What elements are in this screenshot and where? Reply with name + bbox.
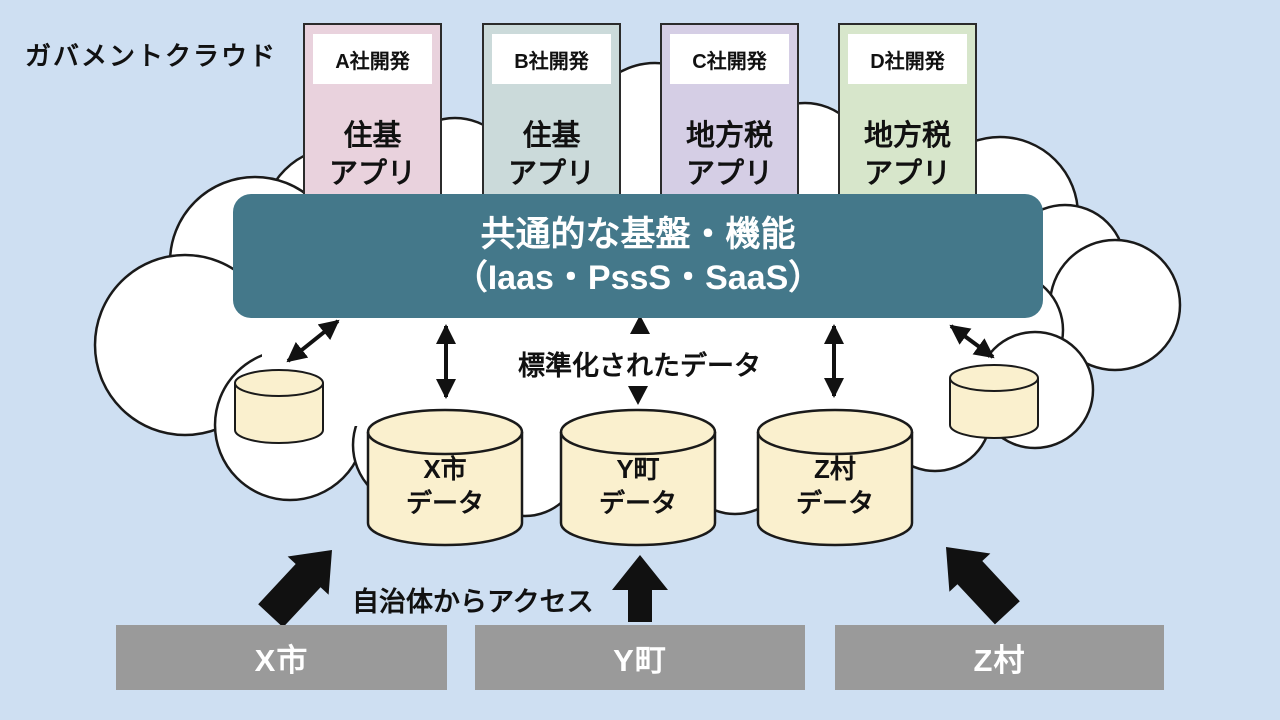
- municipality-z: Z村: [835, 625, 1164, 690]
- x-data-label: X市 データ: [405, 454, 484, 518]
- z-data-label: Z村 データ: [795, 454, 874, 518]
- app-name-b: 住基 アプリ: [507, 120, 595, 190]
- app-box-b: B社開発 住基 アプリ: [482, 23, 621, 198]
- app-box-a: A社開発 住基 アプリ: [303, 23, 442, 198]
- vendor-label-a: A社開発: [313, 34, 432, 84]
- arrow-platform-left-store: [286, 319, 340, 363]
- platform-line2: （Iaas・PssS・SaaS）: [453, 259, 823, 297]
- app-box-d: D社開発 地方税 アプリ: [838, 23, 977, 198]
- app-name-d: 地方税 アプリ: [863, 120, 951, 190]
- app-name-a: 住基 アプリ: [328, 120, 416, 190]
- access-arrow-y: [612, 555, 668, 622]
- y-data-label: Y町 データ: [598, 454, 677, 518]
- standardized-data-label: 標準化されたデータ: [518, 351, 761, 381]
- municipality-y: Y町: [475, 625, 805, 690]
- small-cylinder-right: [949, 364, 1039, 439]
- common-platform-box: 共通的な基盤・機能 （Iaas・PssS・SaaS）: [233, 194, 1043, 318]
- app-name-c: 地方税 アプリ: [685, 120, 773, 190]
- access-label: 自治体からアクセス: [352, 587, 594, 617]
- access-arrow-x: [258, 550, 332, 628]
- arrow-platform-right-store: [949, 324, 995, 359]
- vendor-label-d: D社開発: [848, 34, 967, 84]
- access-arrow-z: [946, 547, 1020, 625]
- app-box-c: C社開発 地方税 アプリ: [660, 23, 799, 198]
- vendor-label-c: C社開発: [670, 34, 789, 84]
- municipality-x: X市: [116, 625, 447, 690]
- small-cylinder-left: [234, 369, 324, 444]
- platform-line1: 共通的な基盤・機能: [480, 215, 796, 254]
- page-title: ガバメントクラウド: [25, 41, 278, 71]
- vendor-label-b: B社開発: [492, 34, 611, 84]
